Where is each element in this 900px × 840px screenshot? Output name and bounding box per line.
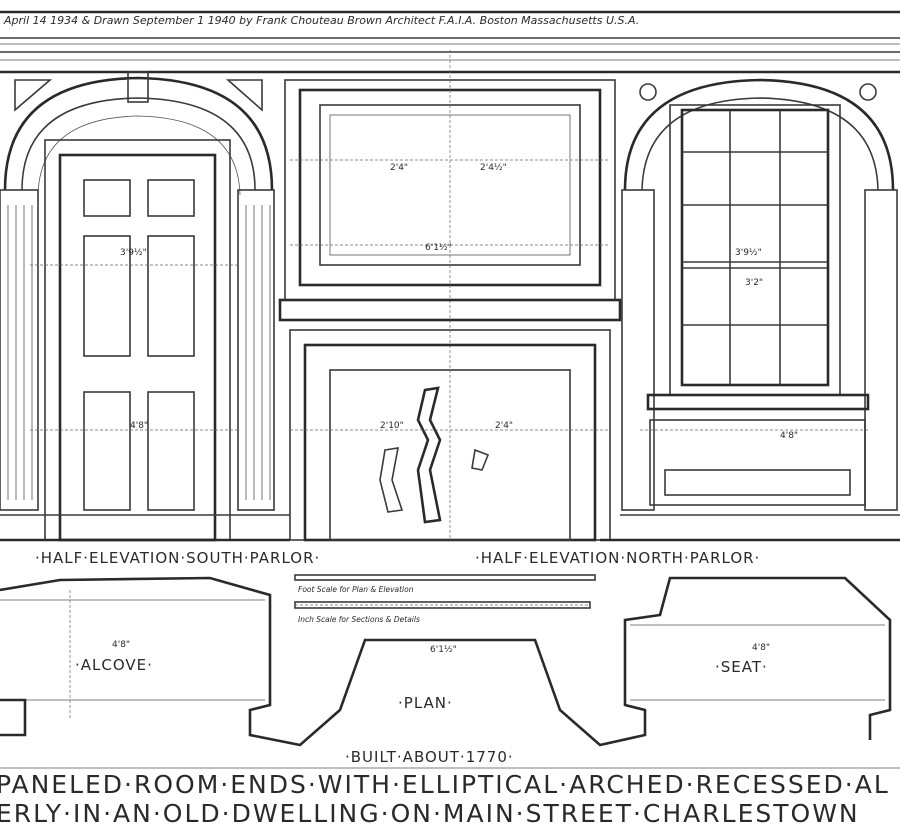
fireplace: 2'10" 2'4" [278,298,622,542]
title-line-2: ERLY·IN·AN·OLD·DWELLING·ON·MAIN·STREET·C… [0,799,860,828]
label-south-parlor: ·HALF·ELEVATION·SOUTH·PARLOR· [35,549,320,567]
dim-window-a: 3'9½" [735,248,762,258]
dim-fire-a: 2'10" [380,421,404,431]
north-parlor-window: 3'9½" 3'2" 4'8" [600,78,900,542]
label-north-parlor: ·HALF·ELEVATION·NORTH·PARLOR· [475,549,760,567]
dim-window-b: 3'2" [745,278,763,288]
title-line-1: PANELED·ROOM·ENDS·WITH·ELLIPTICAL·ARCHED… [0,770,890,799]
dim-door-width: 3'9½" [120,248,147,258]
inch-scale-label: Inch Scale for Sections & Details [298,615,420,624]
label-seat: ·SEAT· [715,658,768,676]
foot-scale-label: Foot Scale for Plan & Elevation [298,585,414,594]
scale-bars: Foot Scale for Plan & Elevation Inch Sca… [294,574,596,624]
label-alcove: ·ALCOVE· [75,656,153,674]
south-parlor-door-arch: 3'9½" 4'8" [0,71,290,542]
dim-door-lower: 4'8" [130,421,148,431]
label-built: ·BUILT·ABOUT·1770· [345,748,514,766]
dim-mantel: 6'1½" [425,243,452,253]
dim-fire-b: 2'4" [495,421,513,431]
drawing-credit: April 14 1934 & Drawn September 1 1940 b… [3,14,639,27]
dim-panel-b: 2'4½" [480,163,507,173]
overmantel-panel: 2'4" 2'4½" 6'1½" [284,50,616,540]
plan-view: 4'8" 6'1½" 4'8" ·ALCOVE· ·PLAN· ·SEAT· ·… [0,576,892,766]
dim-panel-a: 2'4" [390,163,408,173]
dim-seat-elev: 4'8" [780,431,798,441]
label-plan: ·PLAN· [398,694,453,712]
dim-plan: 6'1½" [430,645,457,655]
dim-seat: 4'8" [752,643,770,653]
dim-alcove: 4'8" [112,640,130,650]
